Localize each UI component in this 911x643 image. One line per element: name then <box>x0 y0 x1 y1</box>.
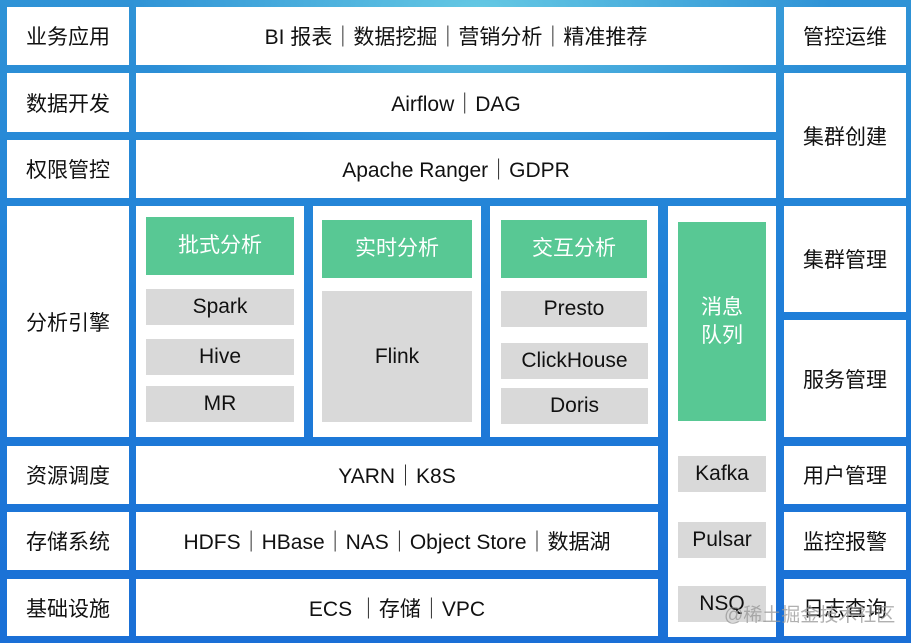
row-text: Airflow｜DAG <box>391 92 521 116</box>
engine-item-hive: Hive <box>146 339 294 375</box>
ops-label: 管控运维 <box>803 26 887 49</box>
engine-item-mr: MR <box>146 386 294 422</box>
layer-label-permission: 权限管控 <box>7 140 129 198</box>
row-text: BI 报表｜数据挖掘｜营销分析｜精准推荐 <box>264 26 648 49</box>
ops-label: 集群创建 <box>803 125 887 149</box>
row-text: YARN｜K8S <box>338 465 456 488</box>
ops-label: 用户管理 <box>803 465 887 488</box>
message-queue-header: 消息 队列 <box>678 222 766 421</box>
layer-label-data-dev: 数据开发 <box>7 73 129 132</box>
engine-item-doris: Doris <box>501 388 648 424</box>
ops-label: 服务管理 <box>803 368 887 392</box>
layer-label-business-app: 业务应用 <box>7 7 129 65</box>
mq-item-kafka: Kafka <box>678 456 766 492</box>
batch-analysis-header: 批式分析 <box>146 217 294 275</box>
engine-item-spark: Spark <box>146 289 294 325</box>
layer-label-infrastructure: 基础设施 <box>7 579 129 636</box>
row-text: HDFS｜HBase｜NAS｜Object Store｜数据湖 <box>183 531 611 554</box>
interactive-analysis-header: 交互分析 <box>501 220 647 278</box>
ops-cluster-manage: 集群管理 <box>784 206 906 312</box>
layer-label-storage: 存储系统 <box>7 512 129 570</box>
engine-item-presto: Presto <box>501 291 647 327</box>
engine-item-flink: Flink <box>322 291 472 422</box>
row-data-dev: Airflow｜DAG <box>136 73 776 132</box>
layer-label-text: 资源调度 <box>26 465 110 488</box>
row-text: Apache Ranger｜GDPR <box>342 159 570 182</box>
row-infrastructure: ECS ｜存储｜VPC <box>136 579 658 636</box>
ops-label: 监控报警 <box>803 531 887 554</box>
ops-cluster-create: 集群创建 <box>784 73 906 198</box>
row-business-apps: BI 报表｜数据挖掘｜营销分析｜精准推荐 <box>136 7 776 65</box>
row-text: ECS ｜存储｜VPC <box>308 597 486 621</box>
mq-item-nsq: NSQ <box>678 586 766 622</box>
layer-label-analysis-engine: 分析引擎 <box>7 206 129 437</box>
row-scheduling: YARN｜K8S <box>136 446 658 504</box>
layer-label-text: 基础设施 <box>26 597 110 621</box>
layer-label-text: 数据开发 <box>26 92 110 116</box>
layer-label-text: 分析引擎 <box>26 311 110 335</box>
layer-label-text: 业务应用 <box>26 26 110 49</box>
ops-log-query: 日志查询 <box>784 579 906 636</box>
engine-item-clickhouse: ClickHouse <box>501 343 648 379</box>
ops-label: 集群管理 <box>803 249 887 272</box>
row-permission: Apache Ranger｜GDPR <box>136 140 776 198</box>
ops-service-manage: 服务管理 <box>784 320 906 437</box>
layer-label-text: 权限管控 <box>26 159 110 182</box>
ops-monitoring-alert: 监控报警 <box>784 512 906 570</box>
layer-label-scheduling: 资源调度 <box>7 446 129 504</box>
ops-title: 管控运维 <box>784 7 906 65</box>
mq-item-pulsar: Pulsar <box>678 522 766 558</box>
ops-label: 日志查询 <box>803 597 887 621</box>
layer-label-text: 存储系统 <box>26 531 110 554</box>
ops-user-manage: 用户管理 <box>784 446 906 504</box>
row-storage: HDFS｜HBase｜NAS｜Object Store｜数据湖 <box>136 512 658 570</box>
realtime-analysis-header: 实时分析 <box>322 220 472 278</box>
